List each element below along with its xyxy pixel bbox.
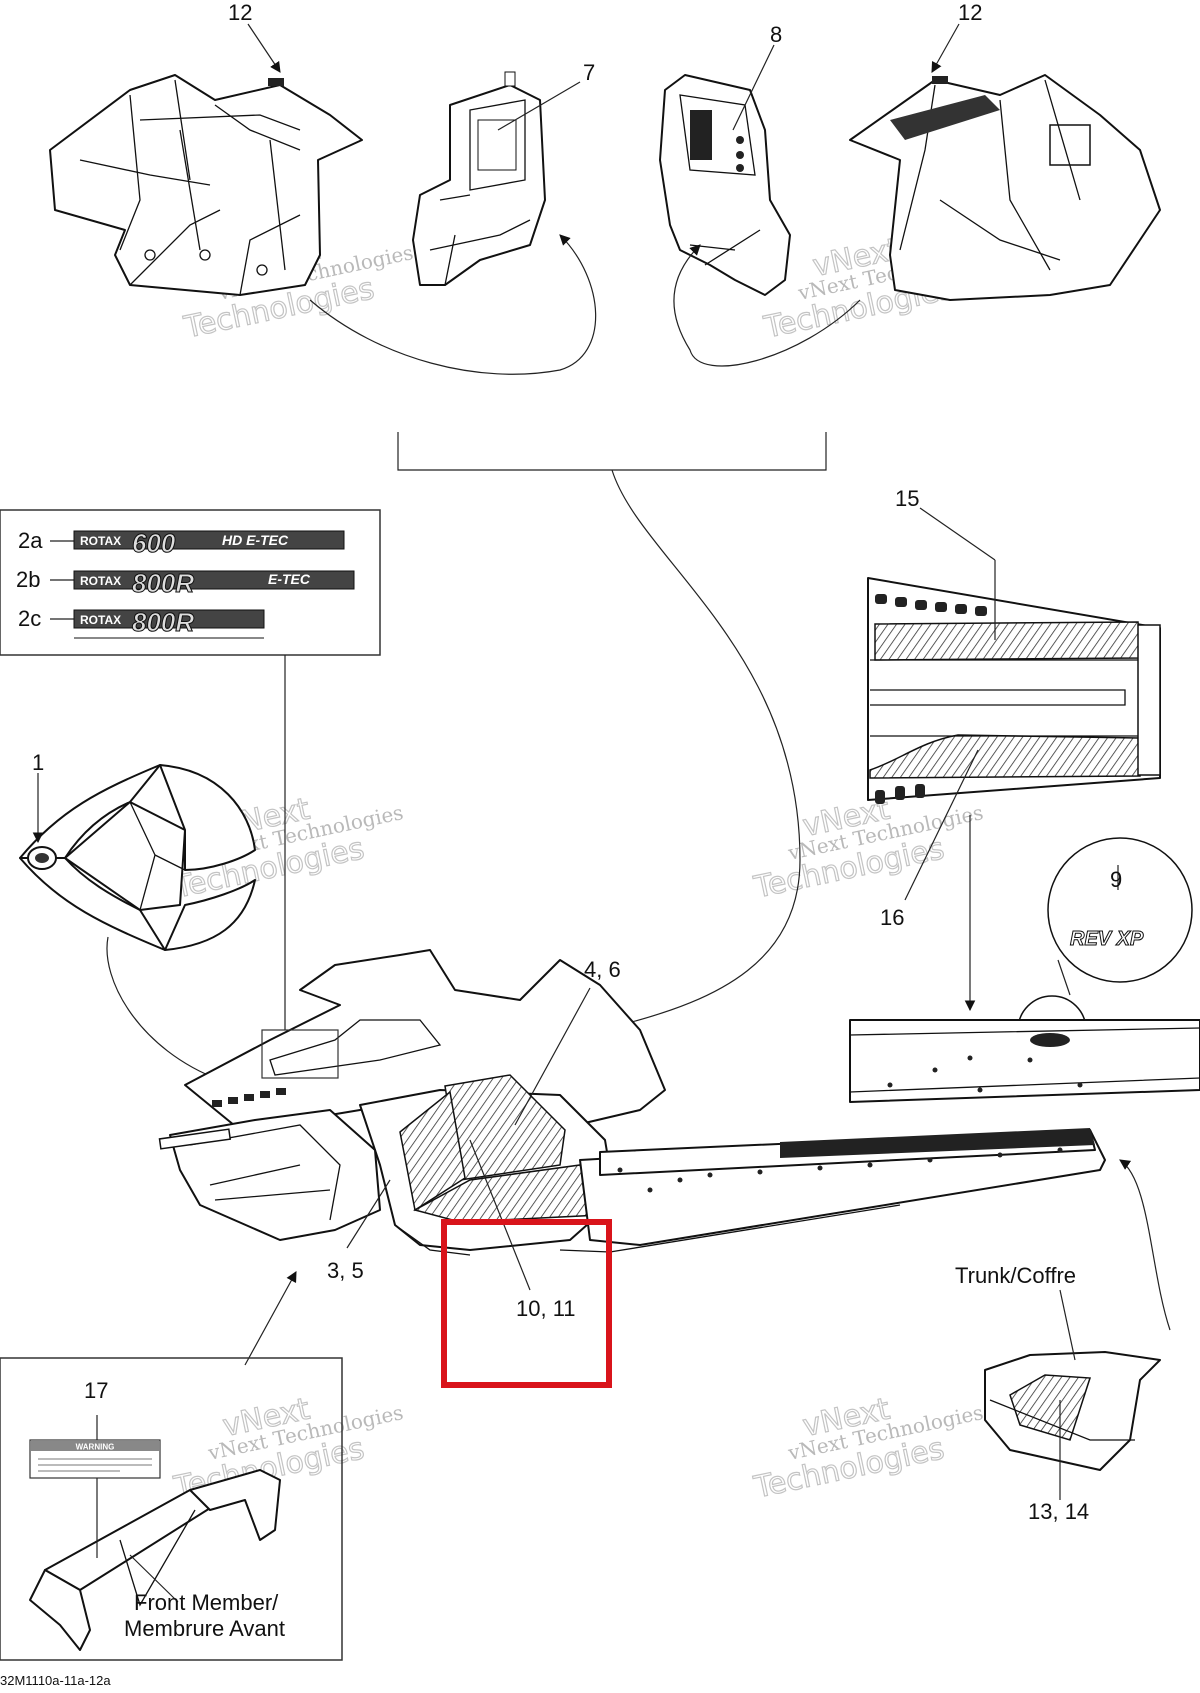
snowmobile-body — [158, 949, 1106, 1256]
arrow-to-panel-7 — [309, 234, 597, 375]
side-console-right — [659, 74, 791, 296]
detail-circle-9: REV XP — [1017, 837, 1193, 1065]
callout-15: 15 — [895, 486, 919, 511]
arrow-from-nose — [106, 936, 222, 1082]
variant-label-2a: 2a — [18, 528, 43, 553]
watermark-group: vNext Technologies vNext Technologies vN… — [170, 231, 995, 1506]
decal-rotax: ROTAX — [80, 613, 121, 627]
front-nose-panel — [19, 764, 256, 951]
tunnel-rail-detail — [849, 1019, 1200, 1103]
decal-rotax: ROTAX — [80, 574, 121, 588]
warning-label-text: WARNING — [76, 1443, 115, 1452]
callout-4-6: 4, 6 — [584, 957, 621, 982]
callout-7: 7 — [583, 60, 595, 85]
callout-1: 1 — [32, 750, 44, 775]
callout-10-11: 10, 11 — [516, 1296, 576, 1321]
callout-8: 8 — [770, 22, 782, 47]
callout-17: 17 — [84, 1378, 108, 1403]
callout-3-5: 3, 5 — [327, 1258, 364, 1283]
callout-labels: 12 7 8 12 15 1 16 9 4, 6 3, 5 10, 11 17 … — [0, 0, 1122, 1688]
callout-12-left: 12 — [228, 0, 252, 25]
highlight-box — [441, 1219, 612, 1388]
leader-lines — [32, 23, 1119, 1603]
decal-etec: E-TEC — [268, 571, 311, 587]
left-side-panel — [49, 74, 363, 296]
front-member-label-line2: Membrure Avant — [124, 1616, 285, 1641]
callout-12-right: 12 — [958, 0, 982, 25]
right-side-panel — [849, 74, 1161, 301]
variant-label-2b: 2b — [16, 567, 40, 592]
side-console-left — [412, 71, 546, 286]
front-member-label-line1: Front Member/ — [134, 1590, 279, 1615]
arrow-to-panel-8 — [673, 244, 861, 367]
decal-rotax: ROTAX — [80, 534, 121, 548]
decal-600: 600 — [132, 528, 176, 558]
front-member-frame — [0, 1357, 343, 1661]
bracket — [397, 432, 827, 471]
tunnel-top-view — [867, 577, 1161, 804]
callout-13-14: 13, 14 — [1028, 1499, 1089, 1524]
decal-hd-etec: HD E-TEC — [222, 532, 289, 548]
front-member-assembly: WARNING — [29, 1439, 281, 1651]
trunk-panel — [984, 1351, 1161, 1471]
revxp-logo: REV XP — [1070, 928, 1144, 950]
variant-label-2c: 2c — [18, 606, 41, 631]
decal-800r: 800R — [132, 607, 194, 637]
trunk-label: Trunk/Coffre — [955, 1263, 1076, 1288]
arrow-trunk-to-tunnel — [1119, 1159, 1171, 1331]
arrow-to-side-panel — [611, 469, 801, 1028]
figure-code: 32M1110a-11a-12a — [0, 1673, 111, 1688]
decal-variant-box: 2a ROTAX 600 HD E-TEC 2b ROTAX 800R E-TE… — [0, 509, 381, 1030]
decal-800r: 800R — [132, 568, 194, 598]
callout-9: 9 — [1110, 867, 1122, 892]
callout-16: 16 — [880, 905, 904, 930]
